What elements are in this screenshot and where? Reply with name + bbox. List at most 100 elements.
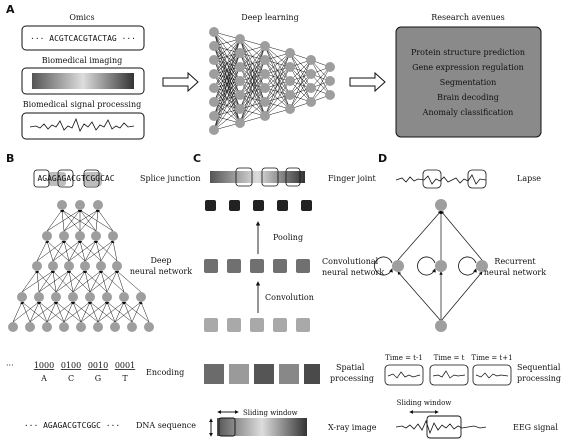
encoding-code-t: 0001 (115, 361, 135, 370)
splice-label: Splice junction (140, 174, 200, 183)
network-edge (63, 209, 81, 232)
network-node (48, 261, 58, 271)
xray-patch (304, 364, 320, 384)
network-node (57, 200, 67, 210)
network-edge (123, 301, 150, 323)
dna-sequence: ··· AGAGACGTCGGC ··· (24, 421, 120, 430)
network-edge (213, 38, 241, 75)
network-node (306, 69, 316, 79)
network-edge (213, 66, 241, 131)
arrow-to-deep-learning (162, 71, 199, 93)
network-node (306, 55, 316, 65)
network-edge (213, 38, 241, 103)
network-edge (100, 270, 125, 293)
network-edge (310, 66, 331, 103)
arrow-to-research (349, 71, 386, 93)
network-node (93, 200, 103, 210)
network-node (127, 322, 137, 332)
xray-patches (204, 364, 320, 384)
research-box (395, 26, 542, 138)
network-node (235, 76, 245, 86)
network-edge (52, 240, 65, 262)
network-node (209, 55, 219, 65)
splice-window-3 (83, 169, 100, 188)
network-node (64, 261, 74, 271)
conv-feature-row (204, 259, 310, 273)
network-node (112, 261, 122, 271)
network-edge (38, 301, 65, 323)
pooled-unit (253, 200, 264, 211)
network-node (306, 83, 316, 93)
pooled-unit (277, 200, 288, 211)
network-node (91, 231, 101, 241)
network-node (325, 90, 335, 100)
panel-a-letter: A (6, 3, 15, 16)
sequential-label-2: processing (517, 374, 561, 383)
network-edge (61, 209, 81, 232)
network-edge (21, 270, 38, 293)
network-node (209, 125, 219, 135)
network-edge (21, 301, 31, 323)
network-node (136, 292, 146, 302)
network-edge (213, 108, 241, 131)
network-node (235, 118, 245, 128)
encoding-code-c: 0100 (61, 361, 81, 370)
network-edge (52, 270, 74, 293)
pooling-label: Pooling (273, 233, 303, 242)
eeg-waveform (395, 419, 487, 435)
network-node (68, 292, 78, 302)
time-wave-3 (475, 372, 509, 379)
network-node (260, 69, 270, 79)
network-edge (38, 270, 54, 293)
network-edge (79, 209, 114, 232)
network-edge (46, 240, 54, 262)
network-node (209, 111, 219, 121)
network-node (260, 55, 270, 65)
rnn-node (476, 260, 488, 272)
xray-patch (279, 364, 299, 384)
network-edge (97, 209, 114, 232)
network-node (325, 76, 335, 86)
network-edge (264, 66, 291, 117)
time-label-2: Time = t (434, 354, 465, 362)
network-edge (264, 52, 291, 89)
pooled-unit (229, 200, 240, 211)
network-edge (213, 94, 241, 131)
splice-sequence: AGAGAGACGTCGGCAC (37, 174, 114, 183)
input-unit (204, 318, 218, 332)
signal-title: Biomedical signal processing (23, 100, 141, 109)
imaging-title: Biomedical imaging (42, 56, 122, 65)
sequential-label-1: Sequential (517, 363, 561, 372)
rnn-edge (397, 271, 442, 322)
network-node (119, 292, 129, 302)
network-node (285, 62, 295, 72)
input-unit (250, 318, 264, 332)
network-edge (38, 301, 48, 323)
network-node (285, 76, 295, 86)
time-label-1: Time = t-1 (385, 354, 423, 362)
network-node (17, 292, 27, 302)
encoding-label: Encoding (146, 368, 184, 377)
network-edge (46, 209, 63, 232)
network-node (75, 231, 85, 241)
network-edge (289, 59, 312, 110)
splice-highlight-left (48, 172, 66, 186)
encoding-base-a: A (40, 374, 47, 383)
conv-unit (250, 259, 264, 273)
network-node (25, 322, 35, 332)
network-edge (12, 301, 23, 323)
time-wave-2 (432, 370, 466, 379)
splice-window-1 (33, 169, 50, 188)
panel-b-letter: B (6, 152, 14, 165)
network-node (209, 27, 219, 37)
avenue-4: Brain decoding (437, 93, 499, 102)
network-edge (239, 45, 266, 68)
network-node (75, 200, 85, 210)
network-edge (116, 270, 142, 293)
network-edge (68, 270, 74, 293)
network-edge (213, 38, 241, 61)
network-node (235, 48, 245, 58)
network-node (32, 261, 42, 271)
network-edge (55, 301, 65, 323)
network-edge (72, 301, 99, 323)
